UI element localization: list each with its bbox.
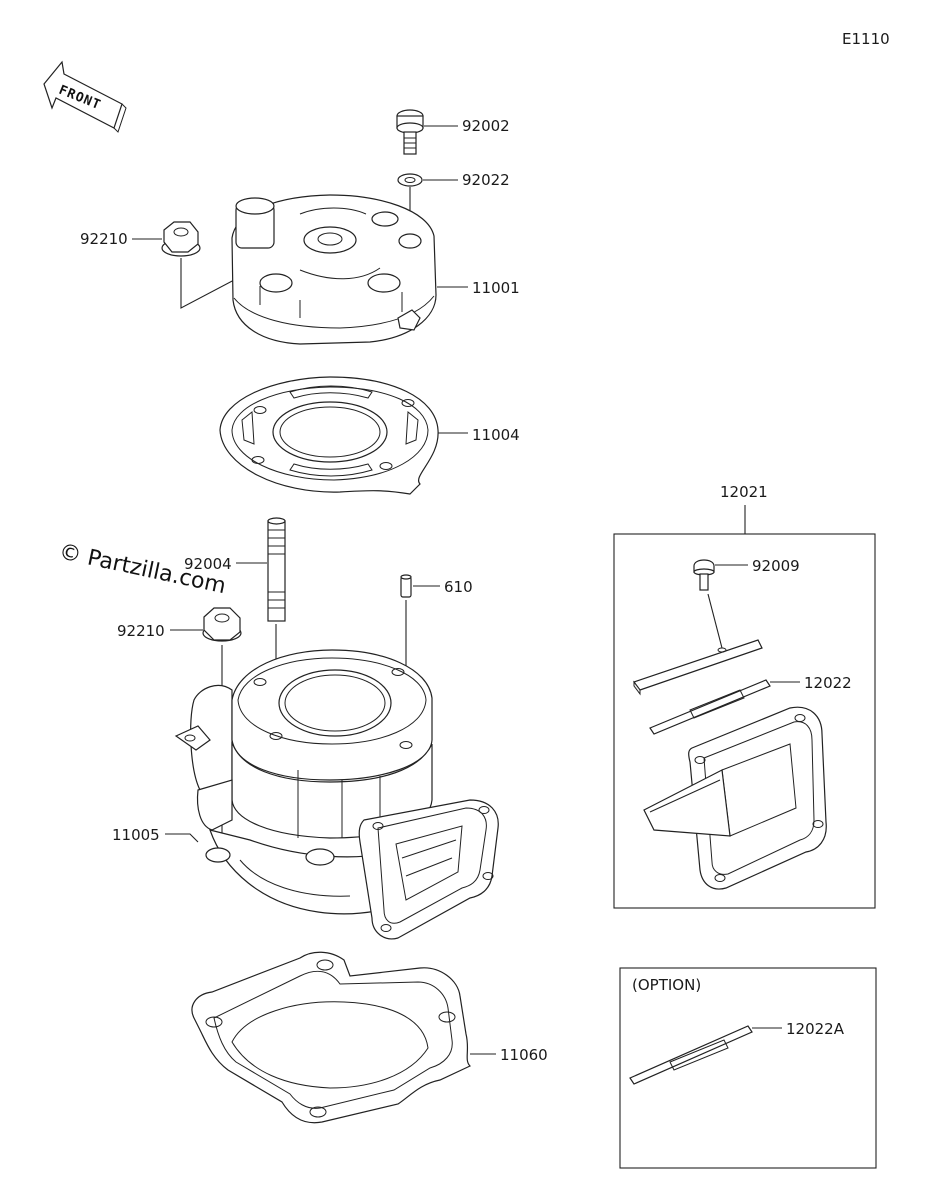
callout-92022: 92022 <box>462 171 510 189</box>
reed-stopper-plate <box>633 639 763 696</box>
reed-valve-kit-box <box>613 533 876 909</box>
option-box <box>619 967 877 1169</box>
head-gasket-11004 <box>219 376 439 495</box>
callout-11005: 11005 <box>112 826 160 844</box>
dowel-pin-610 <box>400 574 412 598</box>
nut-92210-top <box>161 221 201 257</box>
callout-92210-mid: 92210 <box>117 622 165 640</box>
nut-92210-mid <box>202 607 242 642</box>
callout-11060: 11060 <box>500 1046 548 1064</box>
diagram-code: E1110 <box>842 30 890 48</box>
callout-12022A: 12022A <box>786 1020 845 1038</box>
cylinder-head-11001 <box>231 194 437 345</box>
callout-92009: 92009 <box>752 557 800 575</box>
callout-11004: 11004 <box>472 426 520 444</box>
callout-12021: 12021 <box>720 483 768 501</box>
option-label: (OPTION) <box>632 976 701 994</box>
callout-92002: 92002 <box>462 117 510 135</box>
cylinder-11005 <box>174 649 499 940</box>
screw-92009 <box>693 559 715 591</box>
callout-92004: 92004 <box>184 555 232 573</box>
reed-petal-12022 <box>649 679 771 735</box>
reed-petal-12022A <box>629 1025 753 1085</box>
stud-92004 <box>267 517 286 622</box>
callout-12022: 12022 <box>804 674 852 692</box>
washer-92022 <box>397 173 423 187</box>
callout-11001: 11001 <box>472 279 520 297</box>
front-arrow-icon: FRONT <box>43 60 127 133</box>
base-gasket-11060 <box>191 951 472 1124</box>
callout-610: 610 <box>444 578 473 596</box>
bolt-92002 <box>396 109 424 155</box>
reed-block <box>643 706 827 890</box>
callout-92210-top: 92210 <box>80 230 128 248</box>
